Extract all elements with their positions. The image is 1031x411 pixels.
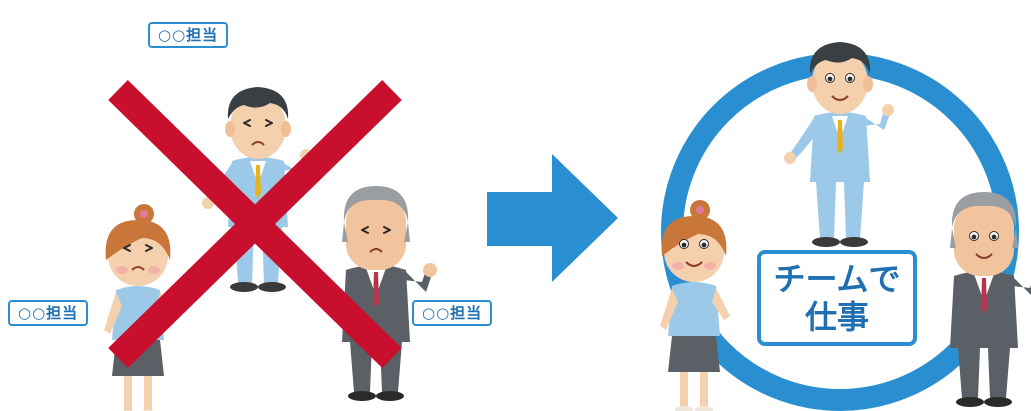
person-woman-happy [660, 200, 730, 411]
right-arrow-icon [487, 154, 618, 282]
person-old-man-sad [342, 186, 437, 401]
team-label-line2: 仕事 [804, 298, 869, 336]
role-tag-top: ○○担当 [148, 22, 229, 48]
person-old-man-happy [950, 192, 1031, 407]
after-scene [660, 42, 1031, 411]
red-cross-mark [108, 79, 402, 369]
role-tag-right: ○○担当 [412, 300, 493, 326]
team-label-line1: チームで [773, 260, 901, 298]
team-work-label: チームで 仕事 [757, 250, 917, 346]
before-scene [104, 79, 437, 411]
role-tag-left: ○○担当 [8, 300, 89, 326]
